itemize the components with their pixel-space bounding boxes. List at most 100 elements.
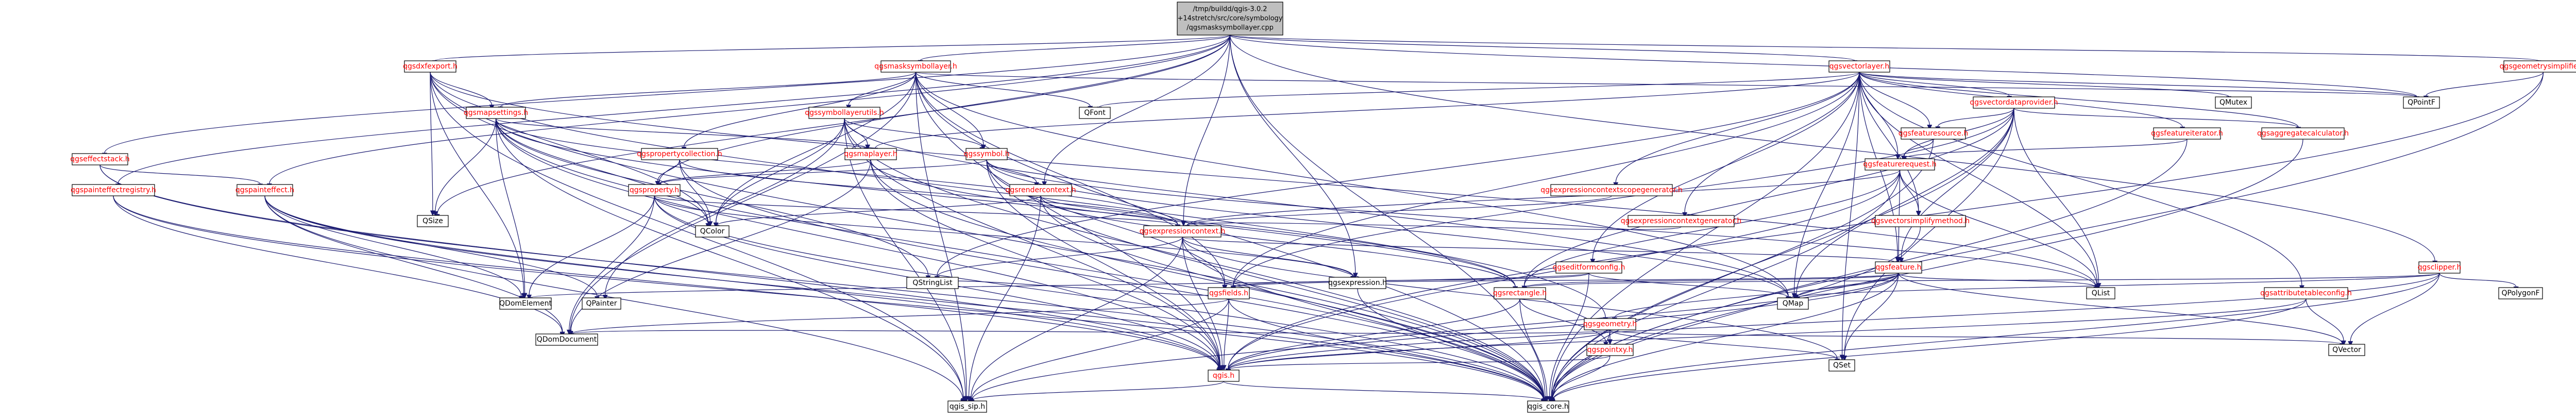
node-QMutex: QMutex — [2215, 96, 2252, 109]
edge-qgs-qgis_sip — [969, 381, 1224, 406]
edge-line — [269, 35, 1231, 184]
node-box — [2153, 127, 2221, 140]
node-qgseditformconfig[interactable]: qgseditformconfig.h — [1553, 261, 1625, 274]
node-qgsdxfexport[interactable]: qgsdxfexport.h — [403, 60, 457, 73]
node-qgsvectorsimplifymethod[interactable]: qgsvectorsimplifymethod.h — [1871, 215, 1970, 227]
node-label: qgsmasksymbollayer.h — [874, 62, 957, 71]
node-box — [1009, 184, 1072, 196]
node-box — [1875, 261, 1922, 274]
node-qgsmaplayer[interactable]: qgsmaplayer.h — [844, 148, 897, 160]
node-QPainter: QPainter — [582, 297, 621, 310]
edge-line — [2013, 108, 2299, 128]
edge-line — [679, 159, 1544, 400]
edge-line — [1552, 108, 2014, 399]
edge-qgsproperty-qgis_core — [654, 195, 1547, 406]
edge-line — [1859, 72, 2299, 128]
node-label: qgsclipper.h — [2418, 263, 2462, 272]
edge-line — [264, 195, 522, 296]
node-qgsproperty[interactable]: qgsproperty.h — [628, 184, 681, 196]
edge-qgsgeometrysimplifier-qgis_core — [1550, 72, 2544, 405]
node-label: qgssymbol.h — [964, 150, 1010, 158]
node-qgsvectordataprovider[interactable]: qgsvectordataprovider.h — [1970, 96, 2058, 109]
edge-line — [1524, 170, 1901, 287]
edge-qgsmapsettings-qgis_core — [495, 118, 1547, 406]
node-qgsfeaturesource[interactable]: qgsfeaturesource.h — [1899, 127, 1968, 140]
node-qgsfields[interactable]: qgsfields.h — [1208, 287, 1250, 299]
edge-line — [1551, 355, 1611, 398]
node-qgspointxy[interactable]: qgspointxy.h — [1586, 344, 1634, 356]
edge-line — [1859, 72, 2098, 285]
node-qgsexpressioncontextgenerator[interactable]: qgsexpressioncontextgenerator.h — [1621, 215, 1742, 227]
node-qgsfeatureiterator[interactable]: qgsfeatureiterator.h — [2151, 127, 2223, 140]
edge-line — [1793, 72, 1860, 294]
edge-line — [844, 118, 1545, 399]
edge-arrowhead — [566, 329, 572, 336]
edge-line — [430, 72, 433, 211]
node-qgsgeometry[interactable]: qgsgeometry.h — [1583, 318, 1637, 330]
edge-arrowhead — [865, 144, 870, 150]
edges-layer — [99, 35, 2544, 406]
node-qgspainteffect[interactable]: qgspainteffect.h — [235, 184, 294, 196]
edge-line — [870, 159, 1220, 368]
node-label: QMutex — [2219, 98, 2247, 107]
node-root[interactable]: /tmp/buildd/qgis-3.0.2+14stretch/src/cor… — [1177, 2, 1283, 36]
node-QDomDocument: QDomDocument — [535, 333, 598, 346]
edge-line — [113, 195, 563, 333]
edge-line — [1797, 273, 1899, 297]
node-qgspropertycollection[interactable]: qgspropertycollection.h — [637, 148, 722, 160]
edge-line — [117, 35, 1231, 184]
edge-line — [1609, 329, 1838, 360]
node-qgssymbol[interactable]: qgssymbol.h — [964, 148, 1010, 160]
node-box — [2086, 287, 2115, 299]
edge-line — [971, 381, 1224, 401]
edge-line — [1901, 108, 2014, 258]
node-label: qgsvectorlayer.h — [1829, 62, 1890, 71]
edge-line — [1551, 139, 1934, 398]
node-box — [965, 148, 1008, 160]
node-qgsgeometrysimplifier[interactable]: qgsgeometrysimplifier.h — [2500, 60, 2576, 73]
edge-qgsdxfexport-QList — [430, 72, 2099, 293]
edge-arrowhead — [1916, 211, 1921, 217]
node-qgs[interactable]: qgis.h — [1208, 370, 1240, 382]
edge-line — [1859, 72, 2417, 97]
edge-line — [875, 72, 1860, 148]
node-qgsfeaturerequest[interactable]: qgsfeaturerequest.h — [1863, 158, 1937, 171]
node-qgsexpressioncontextscopegenerator[interactable]: qgsexpressioncontextscopegenerator.h — [1540, 184, 1683, 196]
node-qgsmasksymbollayer[interactable]: qgsmasksymbollayer.h — [874, 60, 957, 73]
node-box — [1973, 96, 2055, 109]
node-qgsrectangle[interactable]: qgsrectangle.h — [1493, 287, 1547, 299]
edge-qgsfeaturerequest-QList — [1899, 170, 2099, 291]
node-qgsaggregatecalculator[interactable]: qgsaggregatecalculator.h — [2257, 127, 2349, 140]
edge-qgseffectstack-qgs — [99, 164, 1222, 375]
edge-line — [1229, 35, 2539, 61]
edge-qgsmasksymbollayer-QFont — [915, 72, 1093, 112]
node-qgsclipper[interactable]: qgsclipper.h — [2418, 261, 2462, 274]
node-qgseffectstack[interactable]: qgseffectstack.h — [70, 153, 130, 165]
edge-qgsclipper-qgs — [1226, 273, 2440, 375]
edge-arrowhead — [655, 181, 660, 187]
edge-line — [937, 237, 1183, 277]
edge-qgsdxfexport-qgis_core — [430, 72, 1547, 405]
edge-line — [1841, 72, 1860, 356]
node-box — [628, 184, 681, 196]
node-qgsfeature[interactable]: qgsfeature.h — [1875, 261, 1922, 274]
edge-qgsdxfexport-qgsmapsettings — [430, 72, 495, 111]
node-label: qgis_sip.h — [950, 403, 985, 411]
edge-line — [1519, 298, 1548, 397]
edge-line — [495, 118, 964, 399]
node-qgsmapsettings[interactable]: qgsmapsettings.h — [464, 107, 528, 119]
node-qgssymbollayerutils[interactable]: qgssymbollayerutils.h — [805, 107, 884, 119]
edge-line — [1524, 273, 2440, 288]
node-qgspainteffectregistry[interactable]: qgspainteffectregistry.h — [71, 184, 156, 196]
node-qgsrendercontext[interactable]: qgsrendercontext.h — [1005, 184, 1076, 196]
edge-qgsvectorlayer-qgsexpressioncontextscopegenerator — [1613, 72, 1860, 188]
edge-line — [1229, 35, 2435, 261]
edge-qgsmapsettings-QColor — [495, 118, 711, 229]
node-qgsattributetableconfig[interactable]: qgsattributetableconfig.h — [2260, 287, 2352, 299]
edge-qgsfeature-QList — [1898, 273, 2099, 293]
edge-line — [437, 35, 1231, 215]
edge-arrowhead — [1042, 181, 1047, 187]
node-qgsvectorlayer[interactable]: qgsvectorlayer.h — [1828, 60, 1890, 73]
node-qgsexpressioncontext[interactable]: qgsexpressioncontext.h — [1140, 225, 1226, 238]
